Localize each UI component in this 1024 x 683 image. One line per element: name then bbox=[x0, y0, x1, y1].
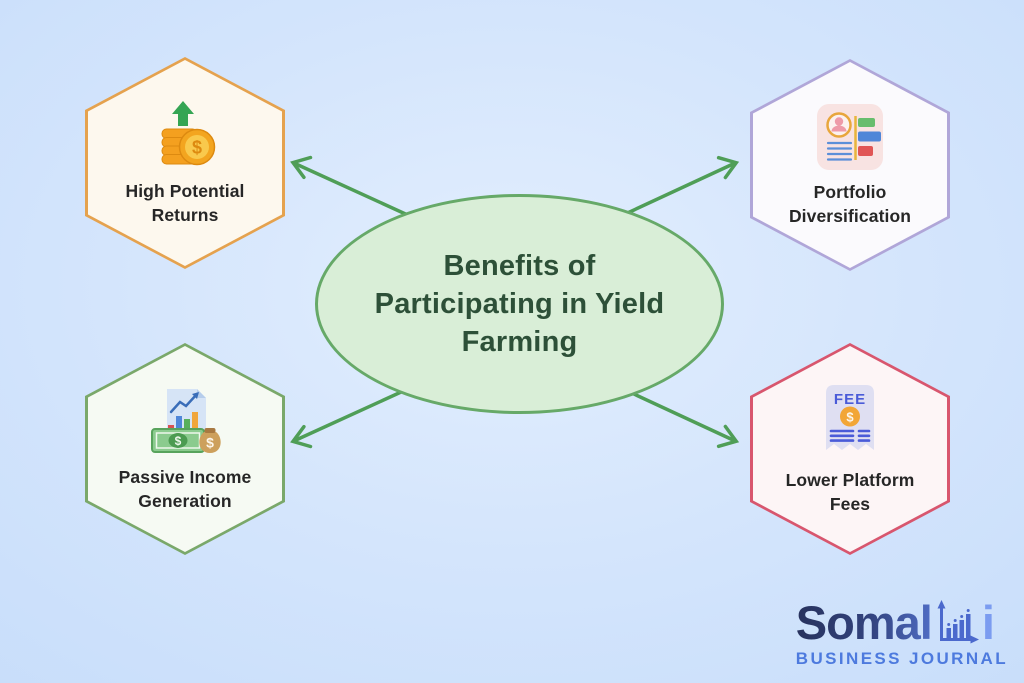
node-high-potential-returns: $ High Potential Returns bbox=[85, 57, 285, 269]
node-label: High Potential Returns bbox=[125, 180, 245, 225]
fee-receipt-icon: FEE $ bbox=[826, 384, 874, 450]
brand-name-suffix: i bbox=[981, 596, 995, 649]
portfolio-chart-icon bbox=[817, 103, 883, 170]
brand-logo: Somal i BUSINESS JOUR bbox=[796, 599, 1008, 669]
bag-dollar-glyph: $ bbox=[206, 434, 214, 450]
central-topic: Benefits of Participating in Yield Farmi… bbox=[315, 194, 724, 414]
node-label: Portfolio Diversification bbox=[788, 181, 912, 226]
central-topic-title: Benefits of Participating in Yield Farmi… bbox=[374, 249, 665, 359]
income-chart-money-icon: $ $ bbox=[151, 388, 221, 453]
node-label: Passive Income Generation bbox=[118, 466, 252, 511]
arrowhead-top-left bbox=[290, 155, 313, 180]
arrowhead-bottom-right bbox=[716, 424, 740, 449]
brand-name-prefix: Somal bbox=[795, 596, 933, 649]
fee-coin-dollar-glyph: $ bbox=[846, 409, 854, 424]
coins-growth-icon: $ bbox=[161, 100, 216, 166]
bill-dollar-glyph: $ bbox=[175, 434, 182, 448]
coin-dollar-glyph: $ bbox=[192, 137, 202, 157]
arrowhead-top-right bbox=[716, 155, 740, 180]
arrowhead-bottom-left bbox=[290, 424, 313, 449]
brand-tagline: BUSINESS JOURNAL bbox=[795, 649, 1008, 668]
bar-chart-logo-icon bbox=[937, 600, 979, 644]
fee-label: FEE bbox=[834, 391, 866, 408]
node-label: Lower Platform Fees bbox=[785, 469, 915, 514]
